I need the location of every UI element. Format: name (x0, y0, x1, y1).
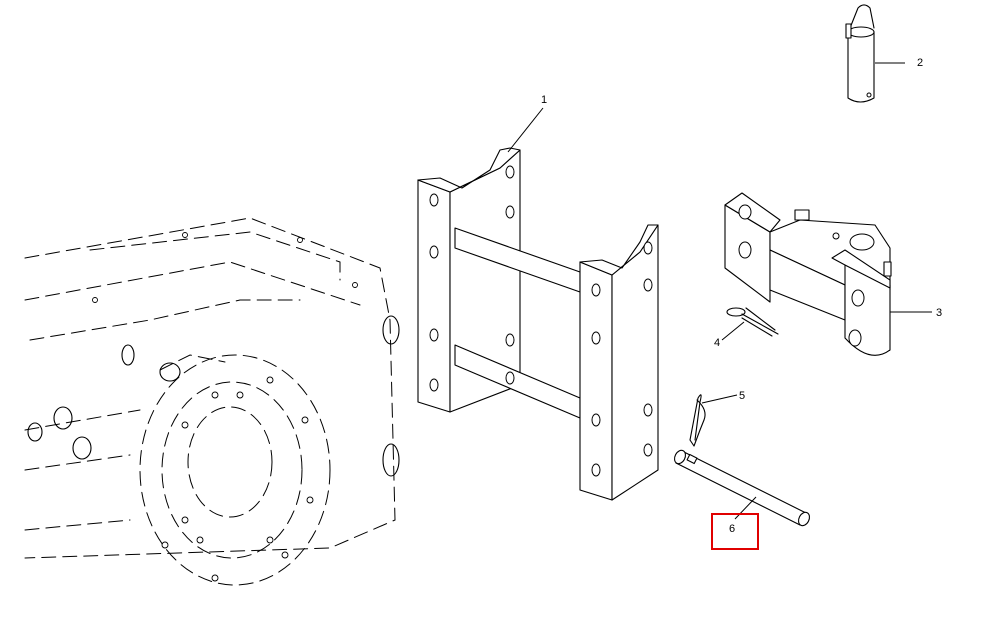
part-4-cotter-pin (726, 307, 779, 337)
callout-3: 3 (936, 307, 942, 319)
selected-callout-highlight[interactable] (711, 513, 759, 550)
callout-6: 6 (729, 523, 735, 535)
transmission-housing-outline (24, 217, 400, 586)
callout-1: 1 (541, 94, 547, 106)
callout-5: 5 (739, 390, 745, 402)
callout-2: 2 (917, 57, 923, 69)
part-3-clevis-hitch (724, 192, 892, 356)
part-2-handle-pin (845, 4, 875, 103)
callout-4: 4 (714, 337, 720, 349)
callout-leader-lines (507, 62, 932, 520)
part-6-pin (673, 449, 811, 527)
part-5-spring-clip (689, 394, 706, 447)
part-1-drawbar-frame (417, 147, 659, 501)
